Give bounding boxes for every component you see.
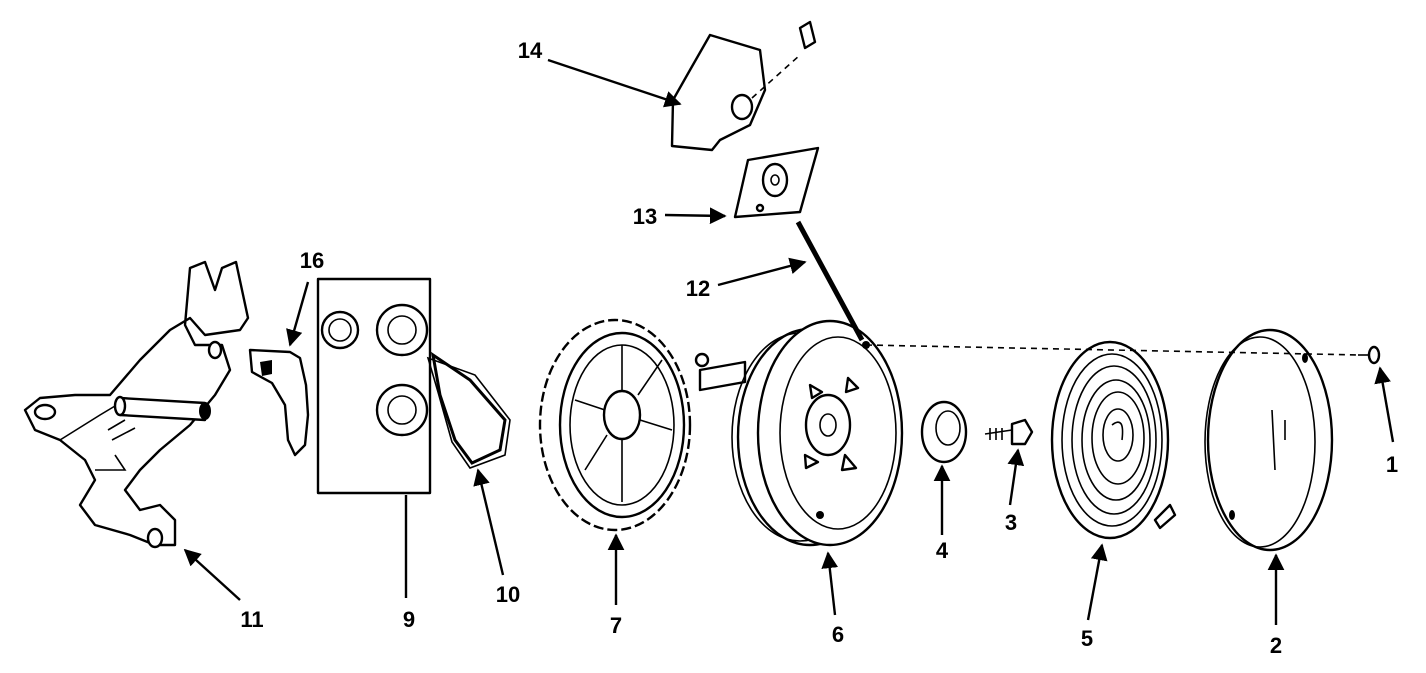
leader-lines bbox=[183, 58, 1395, 625]
part-12-rope bbox=[795, 220, 865, 342]
part-13-plate bbox=[733, 146, 820, 219]
leader-14 bbox=[547, 58, 682, 108]
part-1-screw bbox=[1358, 345, 1381, 365]
callout-2: 2 bbox=[1270, 633, 1282, 658]
leader-16 bbox=[286, 281, 310, 347]
callout-12: 12 bbox=[686, 276, 710, 301]
callout-11: 11 bbox=[240, 607, 263, 632]
part-11-bracket bbox=[23, 260, 250, 549]
leader-1 bbox=[1374, 366, 1395, 443]
leader-12 bbox=[717, 257, 807, 287]
callout-4: 4 bbox=[936, 538, 949, 563]
part-9-parts-card bbox=[316, 277, 432, 495]
part-7-gear bbox=[538, 318, 692, 532]
callout-10: 10 bbox=[496, 582, 520, 607]
callout-13: 13 bbox=[633, 204, 657, 229]
leader-5 bbox=[1086, 543, 1108, 621]
callout-16: 16 bbox=[300, 248, 324, 273]
callout-7: 7 bbox=[610, 613, 622, 638]
leader-3 bbox=[1007, 448, 1025, 506]
callout-6: 6 bbox=[832, 622, 844, 647]
leader-13 bbox=[664, 207, 727, 225]
part-16-pawl bbox=[248, 348, 310, 457]
leader-10 bbox=[473, 468, 505, 576]
part-5-recoil-spring bbox=[1050, 340, 1177, 540]
callout-5: 5 bbox=[1081, 626, 1093, 651]
callout-9: 9 bbox=[403, 607, 415, 632]
callout-3: 3 bbox=[1005, 510, 1017, 535]
part-6-pulley-housing bbox=[694, 319, 904, 547]
callout-14: 14 bbox=[518, 38, 543, 63]
callout-labels: 1 2 3 4 5 6 7 9 10 11 12 13 14 16 bbox=[240, 38, 1398, 658]
assembly-centerline bbox=[865, 344, 1361, 356]
part-2-cover bbox=[1204, 328, 1334, 552]
leader-11 bbox=[183, 548, 241, 601]
callout-1: 1 bbox=[1386, 452, 1398, 477]
part-14-handle bbox=[670, 20, 817, 152]
part-10-wire-spring bbox=[426, 351, 511, 469]
part-4-bushing bbox=[920, 400, 968, 464]
leader-6 bbox=[821, 551, 839, 616]
part-3-screw bbox=[984, 418, 1034, 446]
